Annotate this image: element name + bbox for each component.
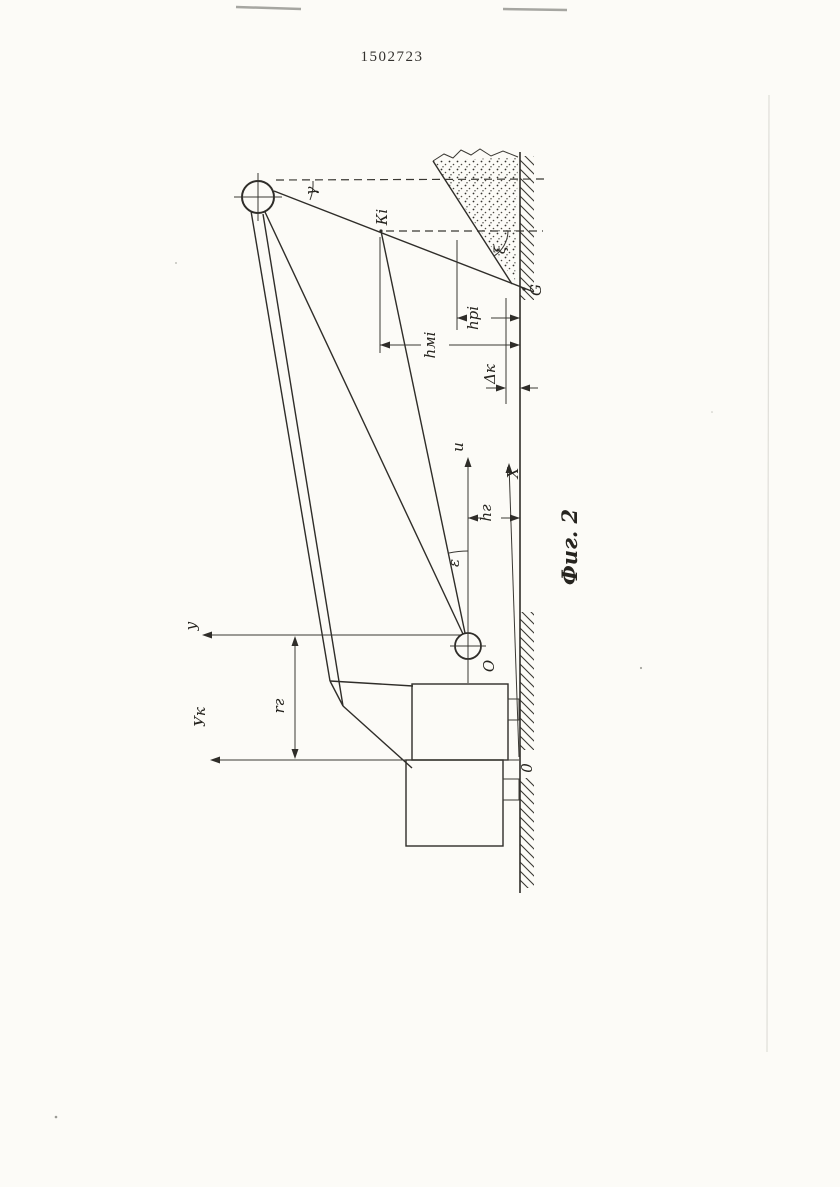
y-axis — [202, 631, 460, 639]
dim-delta-k — [486, 298, 538, 404]
dim-hg — [468, 514, 520, 522]
dim-rt — [291, 636, 299, 759]
label-rt: rг — [270, 698, 288, 713]
label-x-axis: X — [504, 466, 522, 479]
angle-epsilon-arc — [448, 550, 469, 554]
label-origin-o: O — [480, 660, 498, 672]
crawler-pad-upper — [507, 698, 520, 721]
x-axis — [505, 463, 520, 758]
ground-hatch-bottom-1 — [520, 612, 534, 750]
label-gamma: γ — [302, 186, 320, 195]
point-g-dot — [522, 287, 526, 291]
label-ground-zero: 0 — [518, 763, 536, 773]
label-u-axis: u — [449, 442, 467, 452]
patent-number: 1502723 — [361, 49, 424, 65]
crawler-pad-lower — [502, 778, 520, 801]
trajectory-line-o-ki — [380, 230, 466, 634]
pulley-circle — [234, 173, 282, 221]
ground-hatch-bottom-2 — [520, 778, 534, 888]
point-ki-dot — [379, 229, 383, 233]
angle-gamma-arc — [309, 180, 314, 201]
machine-body — [405, 683, 520, 847]
label-ki: Кi — [373, 209, 391, 227]
label-xi: ξ — [491, 245, 509, 254]
dim-hmi — [379, 237, 520, 353]
label-yk-axis: Ук — [191, 707, 209, 727]
yk-axis — [210, 756, 519, 764]
unloading-line-pulley-g — [273, 190, 535, 293]
label-y-axis: у — [182, 621, 200, 631]
hoist-rope-line — [264, 211, 464, 635]
label-g: G — [527, 284, 545, 296]
spoil-pile — [432, 148, 519, 282]
label-hg: hг — [477, 504, 495, 522]
figure-caption: Фиг. 2 — [557, 509, 582, 585]
slope-face-line — [432, 160, 513, 285]
scan-artifacts — [54, 5, 770, 1119]
boom-lines — [250, 210, 414, 769]
u-axis — [464, 457, 472, 683]
ground-hatch-top — [520, 156, 534, 300]
label-hmi: hмi — [421, 331, 439, 358]
label-delta-k: Δк — [481, 364, 499, 385]
label-hpi: hрi — [464, 306, 482, 330]
label-epsilon: ε — [445, 559, 463, 567]
dashed-reference-lines — [275, 178, 547, 232]
angle-xi-arc — [493, 230, 509, 257]
